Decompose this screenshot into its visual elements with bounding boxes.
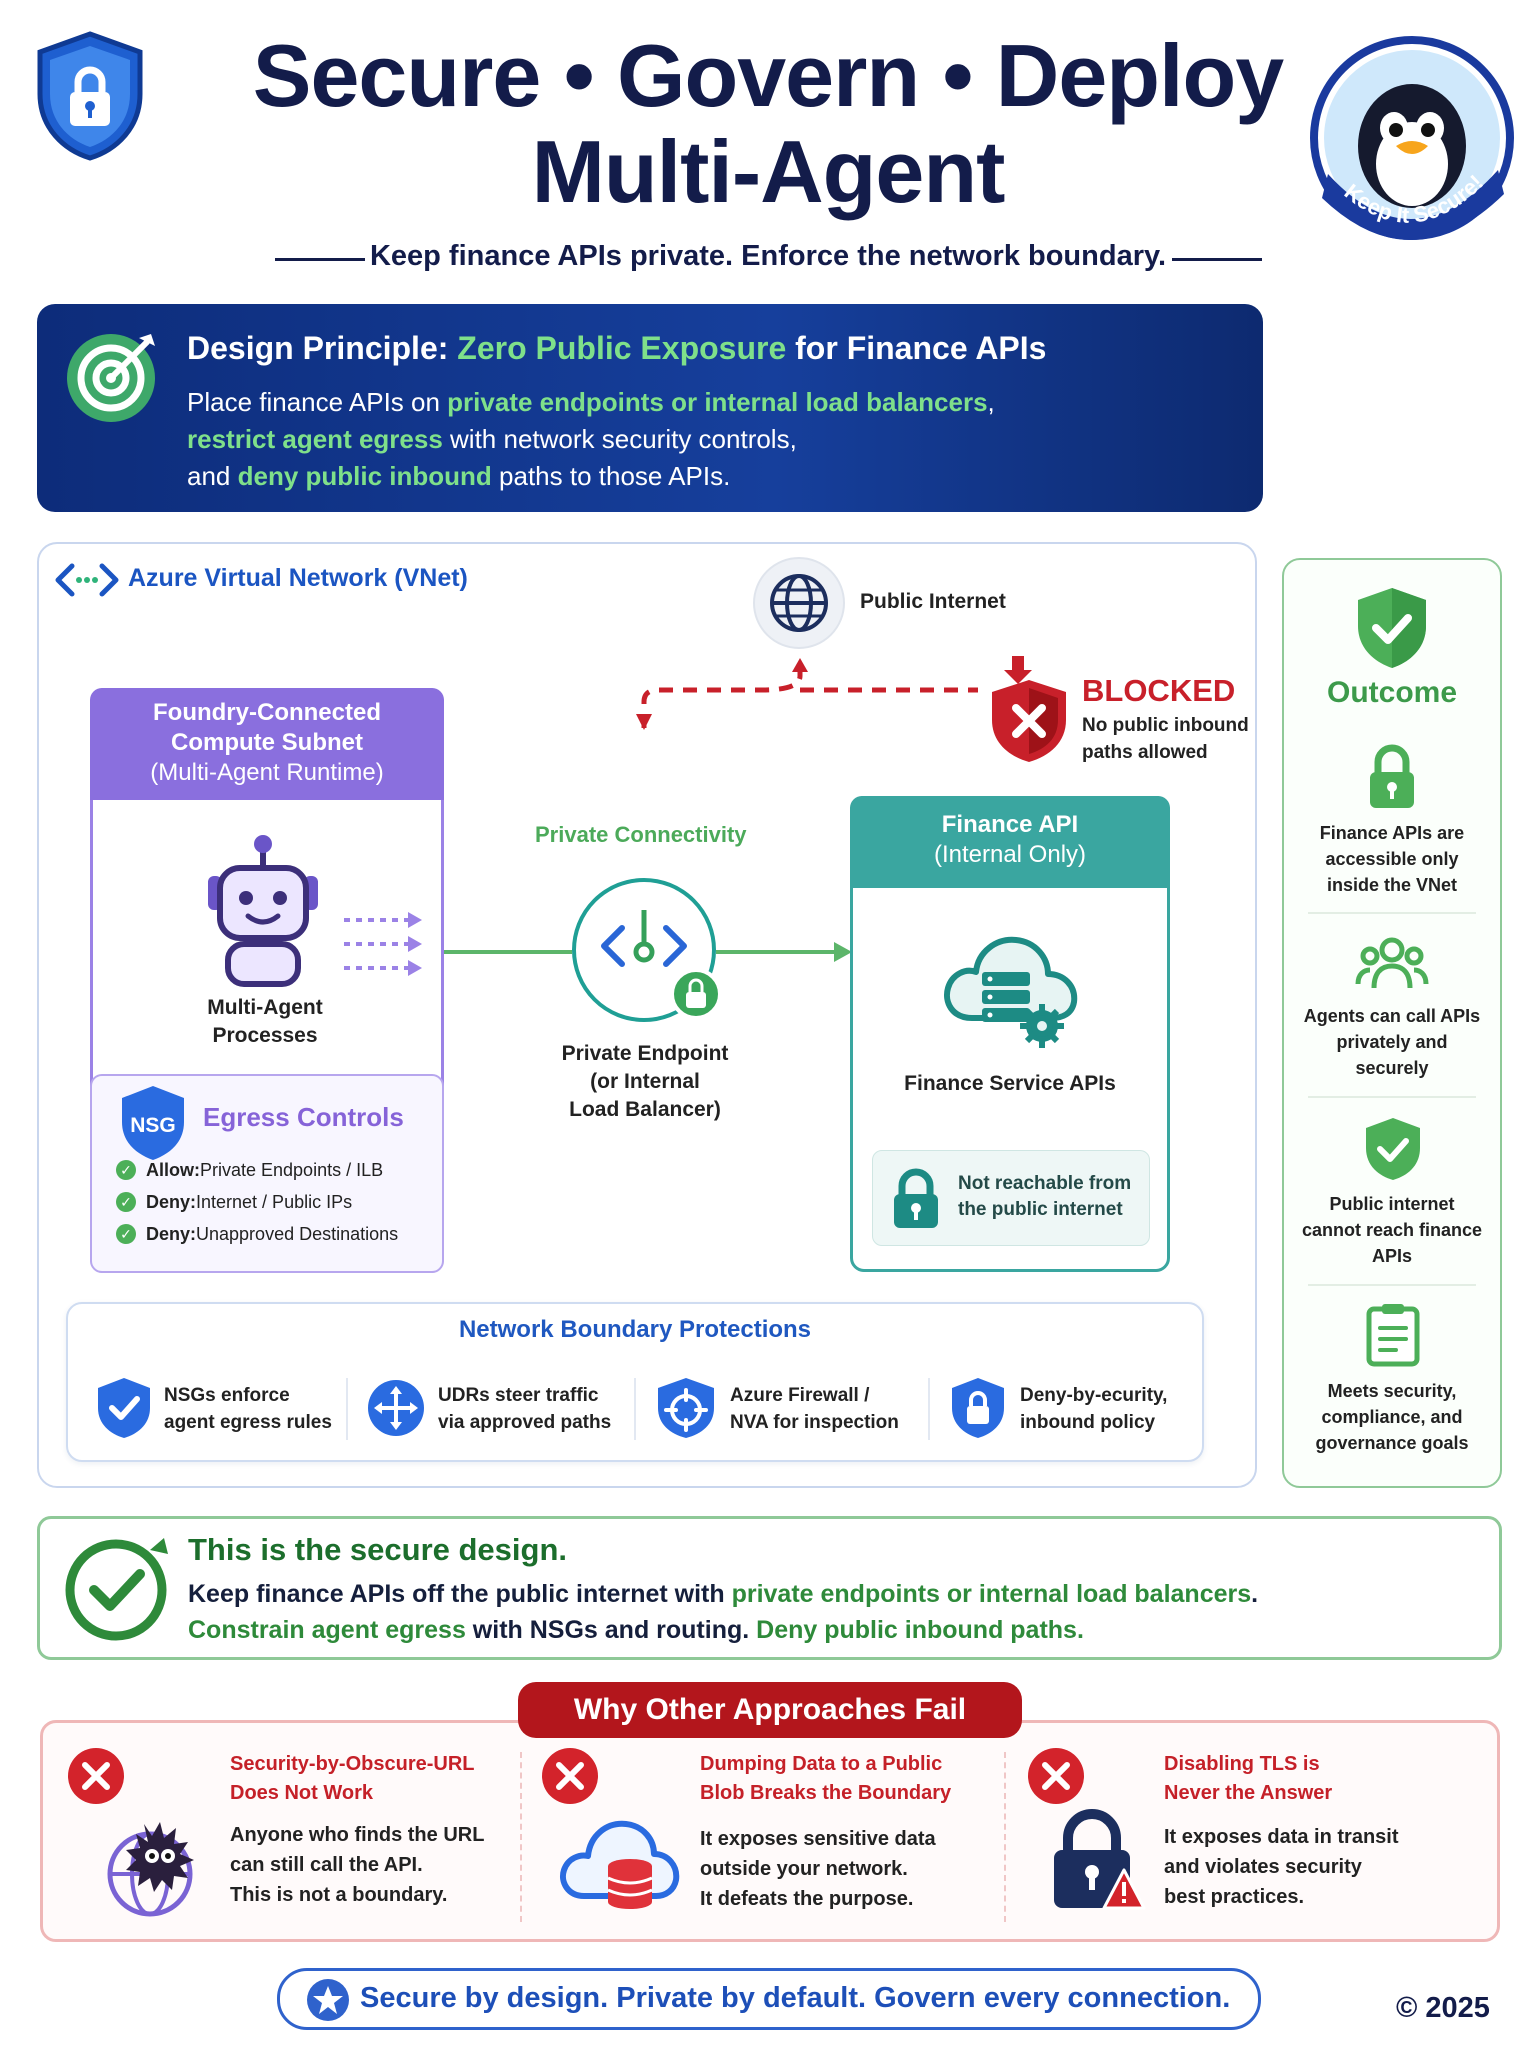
nsg-badge-text: NSG (130, 1114, 176, 1137)
team-icon (1355, 937, 1429, 989)
boundary-divider (634, 1378, 636, 1440)
star-badge-icon (307, 1979, 349, 2021)
blocked-title: BLOCKED (1082, 673, 1236, 708)
cloud-server-icon (944, 936, 1078, 1048)
shield-lock-icon (37, 31, 143, 161)
boundary-divider (928, 1378, 930, 1440)
page-subtitle: Keep finance APIs private. Enforce the n… (369, 240, 1167, 272)
principle-body: Place finance APIs on private endpoints … (187, 387, 995, 491)
design-principle-banner: Design Principle: Zero Public Exposure f… (37, 304, 1263, 512)
private-connectivity-label: Private Connectivity (535, 822, 747, 847)
page-title: Secure • Govern • Deploy (252, 26, 1284, 125)
target-icon (67, 334, 155, 422)
not-reachable-text: Not reachable from the public internet (958, 1173, 1132, 1220)
copyright: © 2025 (1396, 1992, 1490, 2024)
firewall-icon (658, 1378, 714, 1438)
secure-design-title: This is the secure design. (188, 1532, 568, 1567)
outcome-divider (1308, 1096, 1476, 1098)
compute-subnet-header: Foundry-Connected Compute Subnet (Multi-… (90, 688, 444, 800)
egress-rule: ✓ Deny: Unapproved Destinations (116, 1218, 436, 1250)
lock-icon (1370, 744, 1414, 808)
why-fail-banner: Why Other Approaches Fail (518, 1682, 1022, 1738)
error-x-icon (68, 1748, 124, 1804)
check-circle-icon: ✓ (116, 1160, 136, 1180)
check-shield-icon (1358, 588, 1426, 668)
footer-tagline-pill (277, 1968, 1261, 2030)
why-fail-panel (40, 1720, 1500, 1942)
padlock-warning-icon (1054, 1809, 1146, 1910)
secure-design-panel (37, 1516, 1502, 1660)
penguin-mascot-icon: Keep It Secure! (1310, 36, 1514, 241)
page-title-line2: Multi-Agent (531, 122, 1006, 221)
finance-api-header: Finance API (Internal Only) (850, 796, 1170, 888)
robot-icon (208, 835, 318, 987)
lock-icon (894, 1168, 938, 1228)
endpoint-icon (572, 878, 722, 1022)
checklist-icon (1366, 1304, 1420, 1367)
outcome-item: Meets security, compliance, and governan… (1315, 1381, 1469, 1453)
footer-tagline: Secure by design. Private by default. Go… (360, 1982, 1231, 2014)
outcome-item: Agents can call APIs privately and secur… (1303, 1006, 1481, 1078)
subtitle-rule-left (275, 258, 365, 261)
lock-shield-icon (952, 1378, 1004, 1438)
nsg-shield-icon: NSG (122, 1086, 184, 1160)
egress-rule: ✓ Allow: Private Endpoints / ILB (116, 1154, 436, 1186)
fail-divider (1004, 1752, 1006, 1922)
check-circle-icon: ✓ (116, 1224, 136, 1244)
outcome-divider (1308, 1284, 1476, 1286)
error-x-icon (1028, 1748, 1084, 1804)
blocked-shield-icon (992, 656, 1066, 762)
private-endpoint-label: Private Endpoint (or Internal Load Balan… (561, 1042, 729, 1121)
outcome-item: Finance APIs are accessible only inside … (1319, 823, 1465, 895)
boundary-divider (346, 1378, 348, 1440)
hacker-globe-icon (107, 1822, 194, 1917)
principle-heading: Design Principle: Zero Public Exposure f… (187, 330, 1047, 366)
globe-icon (753, 557, 845, 649)
outcome-divider (1308, 912, 1476, 914)
egress-rule: ✓ Deny: Internet / Public IPs (116, 1186, 436, 1218)
secure-design-body: Keep finance APIs off the public interne… (188, 1580, 1259, 1644)
egress-controls-title: Egress Controls (203, 1102, 404, 1132)
multi-agent-processes-label: Multi-Agent Processes (207, 996, 323, 1047)
error-x-icon (542, 1748, 598, 1804)
boundary-item: Deny-by-ecurity,inbound policy (1020, 1385, 1168, 1433)
check-shield-icon (98, 1378, 150, 1438)
boundary-protections-title: Network Boundary Protections (458, 1316, 812, 1343)
connectivity-line (444, 942, 852, 962)
boundary-item: Azure Firewall /NVA for inspection (730, 1385, 899, 1433)
check-shield-icon (1366, 1118, 1420, 1180)
egress-rule-list: ✓ Allow: Private Endpoints / ILB ✓ Deny:… (116, 1154, 436, 1250)
code-brackets-icon (55, 563, 119, 597)
cloud-database-icon (560, 1820, 680, 1909)
fail-divider (520, 1752, 522, 1922)
vnet-label: Azure Virtual Network (VNet) (128, 564, 468, 592)
check-circle-icon: ✓ (116, 1192, 136, 1212)
route-arrows-icon (368, 1380, 424, 1436)
not-reachable-notice (872, 1150, 1150, 1246)
outcome-item: Public internet cannot reach finance API… (1301, 1194, 1483, 1266)
blocked-subtext: No public inbound paths allowed (1082, 715, 1249, 763)
subtitle-rule-right (1172, 258, 1262, 261)
public-internet-label: Public Internet (860, 590, 1006, 613)
blocked-path (636, 658, 978, 730)
finance-service-label: Finance Service APIs (904, 1072, 1116, 1095)
egress-arrows (344, 912, 422, 976)
outcome-title: Outcome (1326, 676, 1458, 709)
check-circle-icon (65, 1538, 168, 1641)
